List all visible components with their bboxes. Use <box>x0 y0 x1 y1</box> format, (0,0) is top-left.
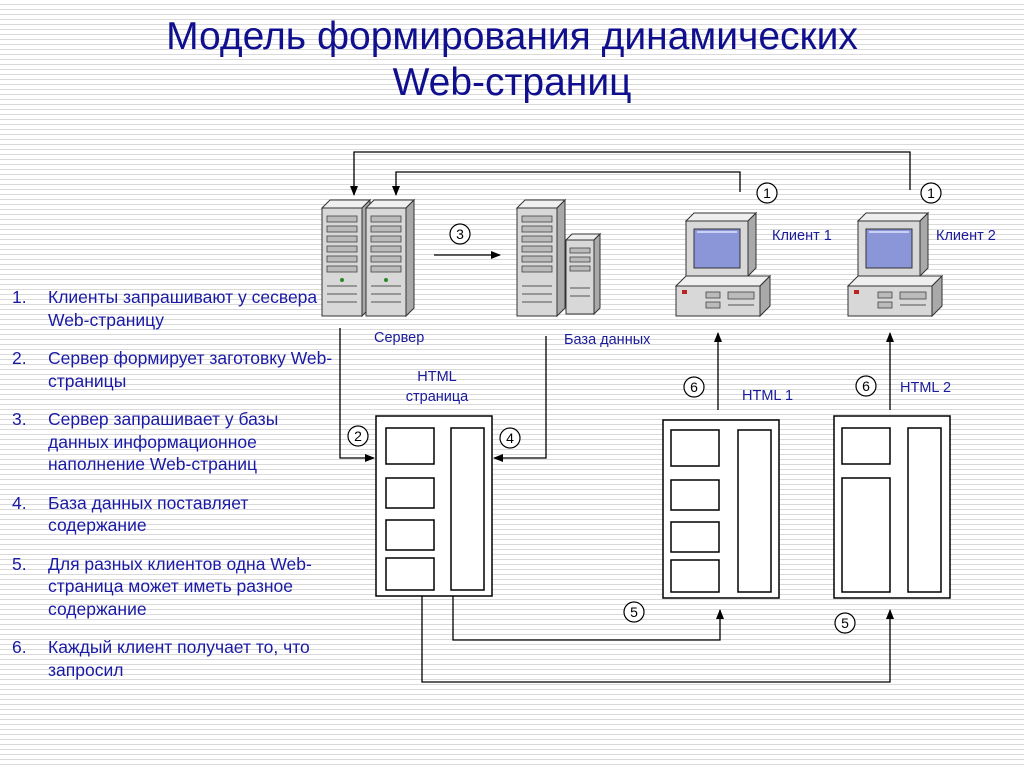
request-arrow-client-2 <box>350 151 911 196</box>
step-badge <box>920 182 942 204</box>
html-page-template <box>375 415 493 597</box>
database-to-template-arrow <box>493 336 547 462</box>
step-badge-number: 2 <box>354 428 362 444</box>
step-badge-number: 5 <box>841 615 849 631</box>
server-to-template-arrow <box>339 328 375 462</box>
step-text: Клиенты запрашивают у сесвера Web-страни… <box>48 287 318 330</box>
client-1-computer-icon <box>674 211 772 318</box>
step-badge <box>499 427 521 449</box>
html-2-page <box>833 415 951 599</box>
step-text: База данных поставляет содержание <box>48 492 249 536</box>
steps-list: 1. Клиенты запрашивают у сесвера Web-стр… <box>12 286 342 697</box>
step-item: 3. Сервер запрашивает у базы данных инфо… <box>12 408 342 476</box>
database-label: База данных <box>564 332 651 348</box>
step-badge-number: 3 <box>456 226 464 242</box>
step-badge-number: 6 <box>862 378 870 394</box>
title-line-2: Web-страниц <box>392 61 632 104</box>
step-number: 5. <box>12 553 27 574</box>
step-item: 5. Для разных клиентов одна Web-страница… <box>12 553 342 621</box>
step-badge-number: 1 <box>927 185 935 201</box>
page-title: Модель формирования динамических Web-стр… <box>0 14 1024 106</box>
step-text: Сервер запрашивает у базы данных информа… <box>48 409 279 474</box>
html-page-label-line-1: HTML <box>417 369 456 385</box>
step-item: 4. База данных поставляет содержание <box>12 492 342 537</box>
step-badge <box>683 376 705 398</box>
server-icon <box>320 198 416 318</box>
step-item: 6. Каждый клиент получает то, что запрос… <box>12 636 342 681</box>
step-badge <box>756 182 778 204</box>
connectors <box>339 151 911 683</box>
client-2-computer-icon <box>846 211 944 318</box>
server-label: Сервер <box>374 330 424 346</box>
html-page-label-line-2: страница <box>406 389 469 405</box>
step-item: 1. Клиенты запрашивают у сесвера Web-стр… <box>12 286 342 331</box>
step-badge-number: 5 <box>630 604 638 620</box>
html-1-label: HTML 1 <box>742 388 793 404</box>
template-to-html-1-arrow <box>452 596 724 641</box>
step-text: Сервер формирует заготовку Web-страницы <box>48 348 333 391</box>
step-number: 1. <box>12 287 27 307</box>
step-badges: 1 1 3 2 4 6 6 5 5 <box>347 182 942 634</box>
step-badge-number: 4 <box>506 430 514 446</box>
step-badge-number: 1 <box>763 185 771 201</box>
step-badge <box>347 425 369 447</box>
client-1-label: Клиент 1 <box>772 228 832 244</box>
step-badge <box>855 375 877 397</box>
template-to-html-2-arrow <box>421 596 894 683</box>
client-2-label: Клиент 2 <box>936 228 996 244</box>
step-number: 3. <box>12 409 27 429</box>
request-arrow-client-1 <box>392 171 741 196</box>
step-text: Для разных клиентов одна Web-страница мо… <box>48 553 312 619</box>
html-2-label: HTML 2 <box>900 380 951 396</box>
step-number: 4. <box>12 492 27 513</box>
step-text: Каждый клиент получает то, что запросил <box>48 637 310 680</box>
step-badge <box>449 223 471 245</box>
diagram-labels: Сервер База данных Клиент 1 Клиент 2 HTM… <box>374 228 996 405</box>
step-number: 2. <box>12 348 27 368</box>
step-badge <box>834 612 856 634</box>
step-badge-number: 6 <box>690 379 698 395</box>
database-icon <box>515 198 602 318</box>
step-number: 6. <box>12 637 27 657</box>
title-line-1: Модель формирования динамических <box>166 15 858 58</box>
html-1-page <box>662 419 780 599</box>
step-item: 2. Сервер формирует заготовку Web-страни… <box>12 347 342 392</box>
step-badge <box>623 601 645 623</box>
